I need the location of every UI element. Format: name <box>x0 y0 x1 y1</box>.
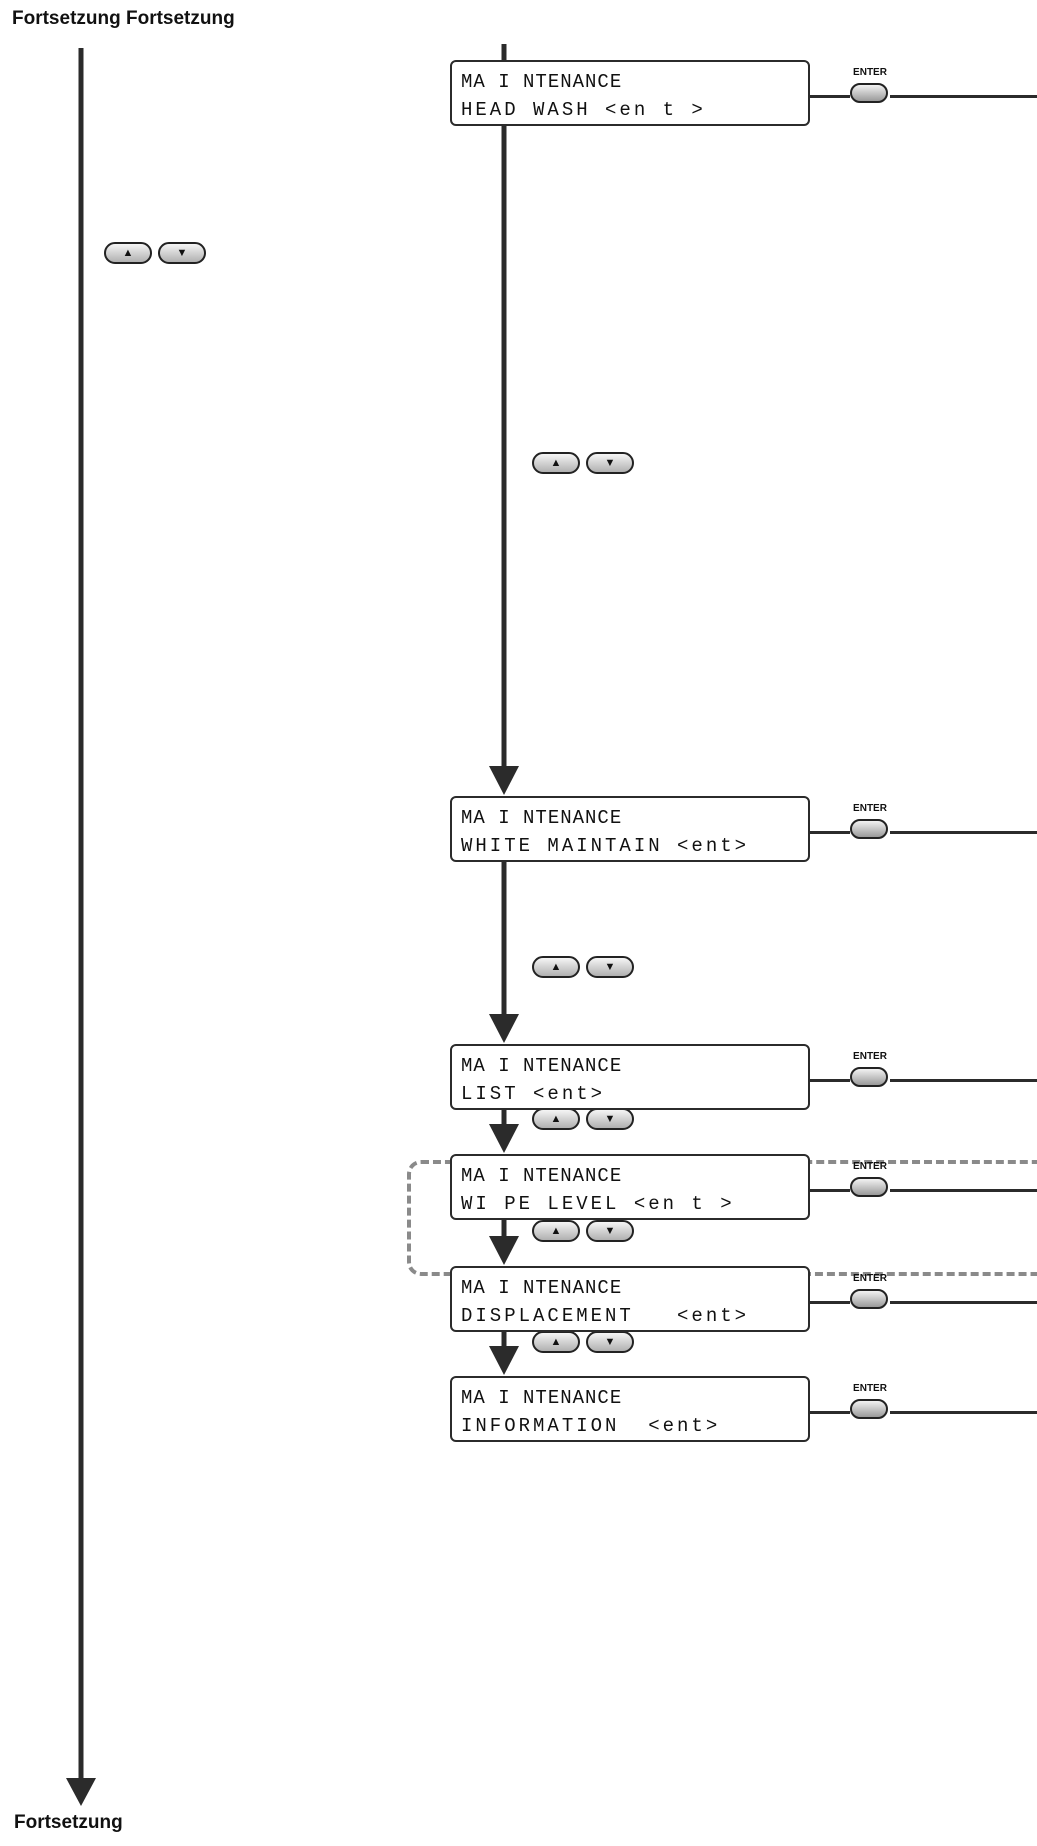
lcd-screen-white-maintain: MA I NTENANCE WHITE MAINTAIN <ent> <box>450 796 810 862</box>
enter-key-icon[interactable] <box>850 83 888 103</box>
enter-key[interactable]: ENTER <box>848 67 892 111</box>
enter-key[interactable]: ENTER <box>848 1273 892 1317</box>
enter-connector-right <box>890 1411 1037 1414</box>
continuation-footer: Fortsetzung <box>14 1812 123 1833</box>
enter-connector-right <box>890 1189 1037 1192</box>
lcd-screen-list: MA I NTENANCE LIST <ent> <box>450 1044 810 1110</box>
enter-connector-left <box>810 1079 850 1082</box>
down-arrow-key-icon[interactable]: ▼ <box>586 452 634 474</box>
lcd-line-1: MA I NTENANCE <box>461 807 623 829</box>
down-arrow-icon <box>489 1236 519 1265</box>
enter-key[interactable]: ENTER <box>848 1051 892 1095</box>
up-arrow-key-icon[interactable]: ▲ <box>532 1108 580 1130</box>
enter-connector-left <box>810 1411 850 1414</box>
lcd-screen-head-wash: MA I NTENANCE HEAD WASH <en t > <box>450 60 810 126</box>
enter-connector-right <box>890 1079 1037 1082</box>
enter-key[interactable]: ENTER <box>848 803 892 847</box>
lcd-line-1: MA I NTENANCE <box>461 71 623 93</box>
enter-label: ENTER <box>853 1161 887 1172</box>
up-arrow-key-icon[interactable]: ▲ <box>532 1220 580 1242</box>
down-arrow-icon <box>489 1124 519 1153</box>
lcd-line-1: MA I NTENANCE <box>461 1165 623 1187</box>
lcd-screen-information: MA I NTENANCE INFORMATION <ent> <box>450 1376 810 1442</box>
down-arrow-key-icon[interactable]: ▼ <box>586 1220 634 1242</box>
enter-label: ENTER <box>853 67 887 78</box>
enter-connector-left <box>810 831 850 834</box>
up-down-keys-3: ▲ ▼ <box>532 1108 636 1132</box>
down-arrow-icon <box>66 1778 96 1806</box>
lcd-line-2: HEAD WASH <en t > <box>461 99 706 121</box>
down-arrow-key-icon[interactable]: ▼ <box>586 956 634 978</box>
left-up-down-keys: ▲ ▼ <box>104 242 208 266</box>
down-arrow-icon <box>489 766 519 795</box>
lcd-line-2: DISPLACEMENT <ent> <box>461 1305 750 1327</box>
enter-key-icon[interactable] <box>850 1177 888 1197</box>
up-down-keys-5: ▲ ▼ <box>532 1331 636 1355</box>
down-arrow-key-icon[interactable]: ▼ <box>158 242 206 264</box>
down-arrow-key-icon[interactable]: ▼ <box>586 1108 634 1130</box>
up-arrow-key-icon[interactable]: ▲ <box>532 452 580 474</box>
enter-connector-right <box>890 95 1037 98</box>
lcd-line-2: LIST <ent> <box>461 1083 606 1105</box>
enter-key[interactable]: ENTER <box>848 1383 892 1427</box>
up-arrow-key-icon[interactable]: ▲ <box>532 956 580 978</box>
down-arrow-key-icon[interactable]: ▼ <box>586 1331 634 1353</box>
enter-label: ENTER <box>853 1383 887 1394</box>
enter-connector-right <box>890 831 1037 834</box>
enter-key-icon[interactable] <box>850 819 888 839</box>
enter-key-icon[interactable] <box>850 1289 888 1309</box>
up-arrow-key-icon[interactable]: ▲ <box>532 1331 580 1353</box>
lcd-line-1: MA I NTENANCE <box>461 1387 623 1409</box>
lcd-screen-displacement: MA I NTENANCE DISPLACEMENT <ent> <box>450 1266 810 1332</box>
continuation-header-top: Fortsetzung Fortsetzung <box>12 8 235 29</box>
lcd-line-1: MA I NTENANCE <box>461 1055 623 1077</box>
enter-label: ENTER <box>853 803 887 814</box>
enter-label: ENTER <box>853 1051 887 1062</box>
enter-label: ENTER <box>853 1273 887 1284</box>
up-down-keys-1: ▲ ▼ <box>532 452 636 476</box>
down-arrow-icon <box>489 1346 519 1375</box>
up-down-keys-4: ▲ ▼ <box>532 1220 636 1244</box>
up-arrow-key-icon[interactable]: ▲ <box>104 242 152 264</box>
lcd-line-2: WI PE LEVEL <en t > <box>461 1193 735 1215</box>
lcd-line-1: MA I NTENANCE <box>461 1277 623 1299</box>
lcd-line-2: INFORMATION <ent> <box>461 1415 721 1437</box>
down-arrow-icon <box>489 1014 519 1043</box>
enter-connector-right <box>890 1301 1037 1304</box>
enter-connector-left <box>810 1301 850 1304</box>
lcd-screen-wipe-level: MA I NTENANCE WI PE LEVEL <en t > <box>450 1154 810 1220</box>
enter-key[interactable]: ENTER <box>848 1161 892 1205</box>
enter-connector-left <box>810 95 850 98</box>
up-down-keys-2: ▲ ▼ <box>532 956 636 980</box>
lcd-line-2: WHITE MAINTAIN <ent> <box>461 835 750 857</box>
enter-connector-left <box>810 1189 850 1192</box>
enter-key-icon[interactable] <box>850 1399 888 1419</box>
enter-key-icon[interactable] <box>850 1067 888 1087</box>
